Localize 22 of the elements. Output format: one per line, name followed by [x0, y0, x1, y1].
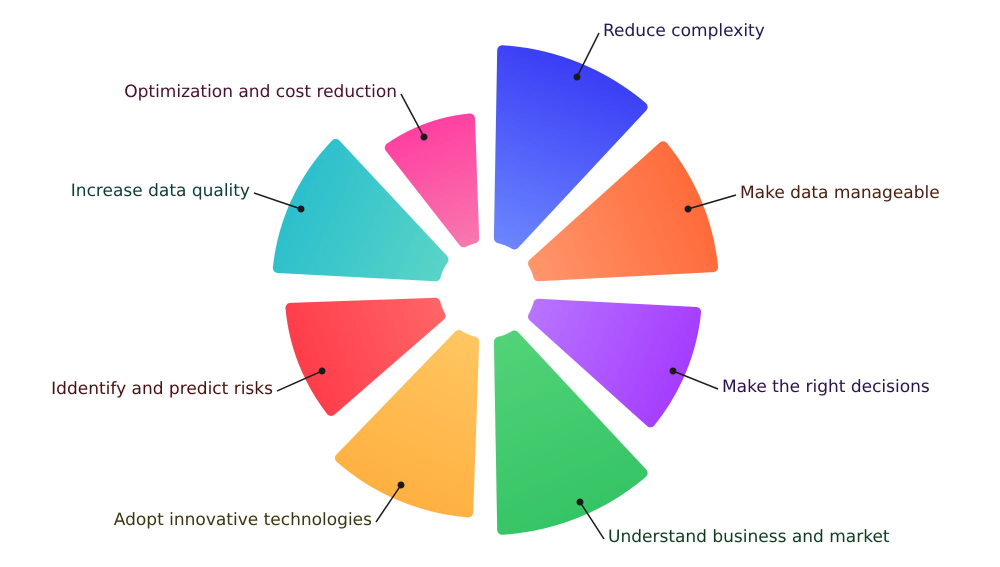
- leader-line: [684, 194, 736, 212]
- leader-line: [574, 32, 600, 80]
- leader-line: [254, 192, 304, 212]
- callout-label: Adopt innovative technologies: [114, 509, 372, 531]
- leader-line: [576, 498, 605, 540]
- callout-label: Understand business and market: [608, 526, 890, 548]
- leader-line: [276, 368, 326, 392]
- callout-label: Optimization and cost reduction: [124, 81, 397, 103]
- pie-segment: [384, 114, 480, 248]
- pie-segment: [286, 298, 446, 416]
- pie-segment: [528, 298, 702, 428]
- leader-line: [375, 482, 404, 522]
- callout-label: Make the right decisions: [722, 376, 930, 398]
- leader-line: [670, 368, 718, 390]
- pie-segment: [528, 141, 718, 282]
- callout-label: Reduce complexity: [603, 20, 765, 42]
- pie-segment: [494, 45, 648, 250]
- callout-label: Increase data quality: [70, 180, 250, 202]
- leader-line: [400, 94, 428, 140]
- callout-label: Iddentify and predict risks: [51, 378, 273, 400]
- pie-segment: [272, 138, 448, 282]
- callout-label: Make data manageable: [740, 182, 940, 204]
